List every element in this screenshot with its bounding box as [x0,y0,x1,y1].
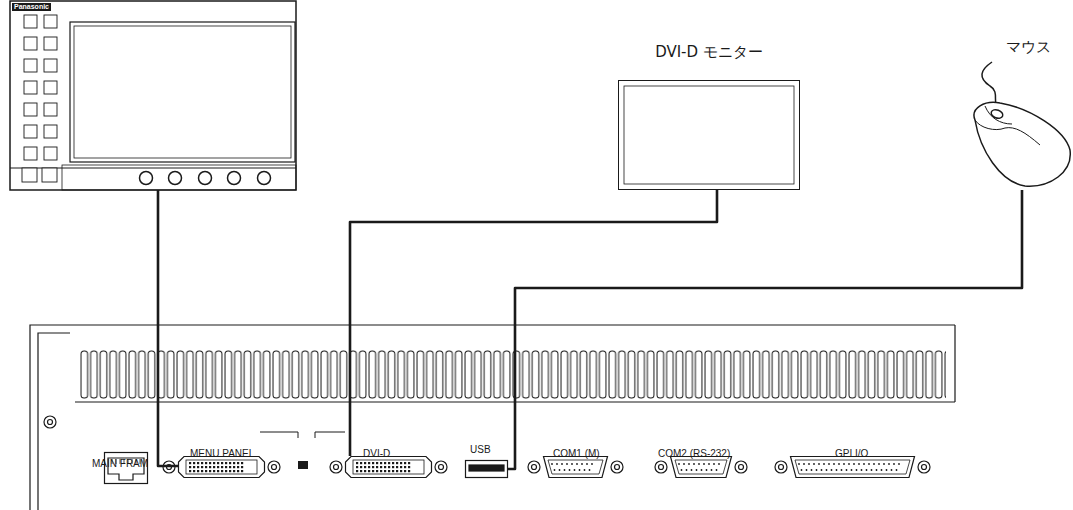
mouse-box: マウス [968,100,1073,190]
mouse-illustration [974,62,1070,186]
screw [268,461,280,473]
device-label: DVI-D モニター [619,43,799,61]
port-label: GPI I/O [835,448,868,460]
screw [655,461,667,473]
panel-button [44,147,57,160]
port-label: MAIN FRAM [92,458,148,470]
menu-knobs [140,172,271,185]
vent-fins [80,345,946,401]
panel-button [44,37,57,50]
panel-button [44,59,57,72]
panel-knob [169,172,182,185]
usb-connector [465,460,508,478]
chassis-outline [30,325,955,510]
screw [735,461,747,473]
menu-buttons [22,15,57,182]
menu-panel: Panasonic [10,1,296,190]
dvi-connector [178,456,265,478]
cable [350,190,717,456]
panel-button [24,15,37,28]
brand-logo: Panasonic [12,3,51,11]
port-label: COM2 (RS-232) [658,448,730,460]
panel-button [24,103,37,116]
panel-button [44,125,57,138]
panel-button [44,103,57,116]
switch [298,461,308,469]
monitor-screen [624,86,794,184]
screw [775,461,787,473]
connector-port: MENU PANEL [178,456,265,478]
panel-button [24,37,37,50]
panel-knob [199,172,212,185]
dsub-connector [790,456,915,478]
port-label: USB [470,444,491,456]
connector-port: COM2 (RS-232) [670,456,732,478]
connector-port: MAIN FRAM [104,452,148,484]
port-label: COM1 (M) [553,448,600,460]
dvi-connector [345,456,432,478]
screw [330,461,342,473]
connector-port: COM1 (M) [543,456,608,478]
panel-button [22,168,37,182]
connector-port: GPI I/O [790,456,915,478]
port-label: DVI-D [363,448,390,460]
dsub-connector [543,456,608,478]
panel-button [24,125,37,138]
label-brackets [260,432,345,438]
port-label: MENU PANEL [190,448,254,460]
screw [435,461,447,473]
panel-knob [258,172,271,185]
cable [158,190,178,466]
panel-knob [140,172,153,185]
device-label: マウス [1006,38,1051,56]
screw [611,461,623,473]
panel-knob [228,172,241,185]
panel-button [42,168,57,182]
connector-port: DVI-D [345,456,432,478]
menu-panel-device [10,1,296,190]
screw [918,461,930,473]
connector-port: USB [465,460,508,478]
dsub-connector [670,456,732,478]
panel-button [24,81,37,94]
panel-button [24,147,37,160]
panel-button [44,81,57,94]
monitor-box: DVI-D モニター [618,80,800,190]
screw [528,461,540,473]
cable [508,190,1022,469]
panel-button [24,59,37,72]
panel-button [44,15,57,28]
